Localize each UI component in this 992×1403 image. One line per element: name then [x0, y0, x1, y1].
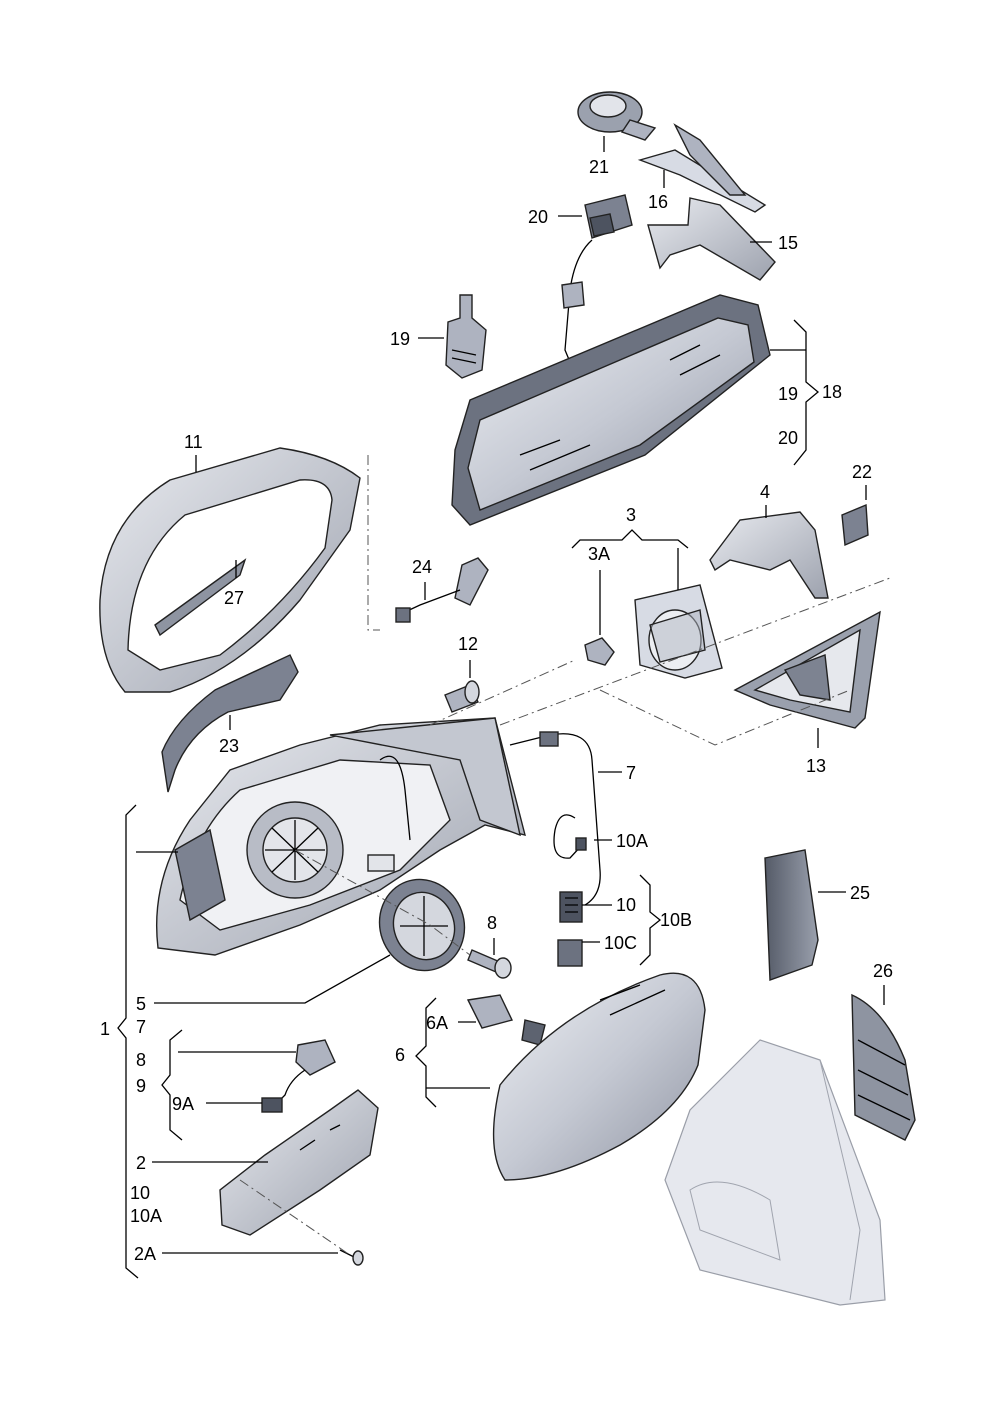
part-10c-connector [557, 939, 583, 967]
label-2a: 2A [134, 1244, 156, 1264]
label-26: 26 [873, 961, 893, 981]
label-6a: 6A [426, 1013, 448, 1033]
label-10b: 10B [660, 910, 692, 930]
label-16: 16 [648, 192, 668, 212]
part-2-lower-cover [219, 1089, 379, 1236]
label-10-left: 10 [130, 1183, 150, 1203]
part-3-mount [634, 584, 723, 679]
part-12-screw [444, 680, 480, 713]
label-23: 23 [219, 736, 239, 756]
label-12: 12 [458, 634, 478, 654]
part-3a-clip [584, 637, 615, 666]
part-20-connector [561, 194, 633, 363]
part-labels: 21 16 20 15 19 19 18 20 11 22 4 3 3A 24 … [100, 157, 893, 1264]
label-4: 4 [760, 482, 770, 502]
part-26-panel [851, 993, 916, 1141]
part-13-triangle-cover [733, 610, 881, 729]
part-5-adjuster-disc [378, 878, 466, 972]
label-3: 3 [626, 505, 636, 525]
label-18: 18 [822, 382, 842, 402]
part-9-lamp [261, 1039, 336, 1113]
label-21: 21 [589, 157, 609, 177]
label-22: 22 [852, 462, 872, 482]
label-9: 9 [136, 1076, 146, 1096]
label-8-left: 8 [136, 1050, 146, 1070]
leader-lines [117, 136, 885, 1279]
part-19-holder [445, 294, 487, 379]
assembly-lines [239, 455, 891, 1256]
part-7-wire-harness [509, 731, 601, 906]
label-3a: 3A [588, 544, 610, 564]
label-20-top: 20 [528, 207, 548, 227]
part-6-mirror-glass [492, 972, 706, 1181]
part-4-cover [709, 511, 829, 599]
label-10-right: 10 [616, 895, 636, 915]
label-1: 1 [100, 1019, 110, 1039]
door-outline [664, 1039, 886, 1306]
part-6a-part [466, 994, 513, 1029]
part-22-clip [841, 503, 869, 547]
label-6: 6 [395, 1045, 405, 1065]
label-9a: 9A [172, 1094, 194, 1114]
label-7-left: 7 [136, 1017, 146, 1037]
label-19-right: 19 [778, 384, 798, 404]
label-15: 15 [778, 233, 798, 253]
label-11: 11 [184, 432, 203, 452]
label-7-right: 7 [626, 763, 636, 783]
label-27: 27 [224, 588, 244, 608]
label-5: 5 [136, 994, 146, 1014]
part-8-screw [467, 949, 512, 979]
label-19-left: 19 [390, 329, 410, 349]
part-10-connector [559, 891, 583, 923]
label-10a-right: 10A [616, 831, 648, 851]
part-15-trim [647, 197, 776, 281]
part-2a-screw [339, 1249, 364, 1266]
label-2: 2 [136, 1153, 146, 1173]
label-8-right: 8 [487, 913, 497, 933]
part-11-housing-cap [99, 447, 361, 693]
label-20-right: 20 [778, 428, 798, 448]
part-21-sensor [577, 91, 657, 141]
label-10c: 10C [604, 933, 637, 953]
label-13: 13 [806, 756, 826, 776]
label-24: 24 [412, 557, 432, 577]
part-25-panel [764, 849, 819, 981]
part-24-wire [395, 557, 489, 623]
label-25: 25 [850, 883, 870, 903]
part-18-rearview-mirror [451, 294, 771, 526]
part-23-strip [161, 654, 299, 793]
part-16-cover [637, 123, 767, 213]
label-10a-left: 10A [130, 1206, 162, 1226]
part-1-mirror-assembly [155, 717, 526, 956]
